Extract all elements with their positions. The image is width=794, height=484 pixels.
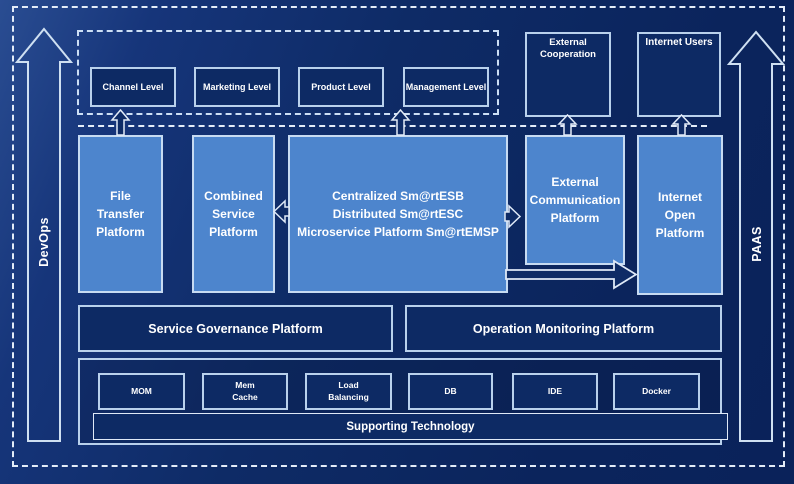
paas-label: PAAS [750, 226, 764, 262]
level-label: Marketing Level [202, 82, 272, 92]
right-arrow-icon [504, 204, 522, 229]
paas-up-arrow-icon [726, 30, 786, 442]
tech-label: MOM [131, 385, 152, 396]
up-arrow-icon [110, 108, 131, 136]
tech-label: Load Balancing [328, 380, 369, 402]
level-box-channel: Channel Level [90, 67, 176, 107]
internet-users-box: Internet Users [637, 32, 721, 117]
esb-to-internet-open-arrow-icon [505, 259, 638, 290]
tech-box-ide: IDE [512, 373, 598, 410]
esb-platform-box: Centralized Sm@rtESB Distributed Sm@rtES… [288, 135, 508, 293]
up-arrow-icon [671, 113, 692, 136]
file-transfer-platform-box: File Transfer Platform [78, 135, 163, 293]
integration-bus-dashed-line [78, 125, 707, 127]
devops-up-arrow-icon [14, 27, 74, 442]
level-box-product: Product Level [298, 67, 384, 107]
up-arrow-icon [557, 113, 578, 136]
service-governance-platform-box: Service Governance Platform [78, 305, 393, 352]
external-cooperation-box: External Cooperation [525, 32, 611, 117]
tech-box-db: DB [408, 373, 493, 410]
level-box-management: Management Level [403, 67, 489, 107]
tech-box-mem-cache: Mem Cache [202, 373, 288, 410]
internet-users-title: Internet Users [645, 37, 713, 48]
tech-label: IDE [547, 385, 563, 396]
tech-box-load-balancing: Load Balancing [305, 373, 392, 410]
diagram-outer-dashed-border [12, 6, 785, 467]
level-label: Product Level [311, 82, 371, 92]
platform-label: Internet Open Platform [655, 190, 705, 240]
tech-label: DB [444, 385, 457, 396]
platform-label: External Communication Platform [529, 175, 621, 225]
level-box-marketing: Marketing Level [194, 67, 280, 107]
external-cooperation-title: External Cooperation [540, 37, 596, 60]
supporting-technology-bar: Supporting Technology [93, 413, 728, 440]
platform-label: Centralized Sm@rtESB Distributed Sm@rtES… [297, 189, 499, 239]
platform-label: File Transfer Platform [96, 189, 145, 239]
level-label: Channel Level [102, 82, 164, 92]
internet-open-platform-box: Internet Open Platform [637, 135, 723, 295]
tech-box-mom: MOM [98, 373, 185, 410]
operation-monitoring-platform-box: Operation Monitoring Platform [405, 305, 722, 352]
external-communication-platform-box: External Communication Platform [525, 135, 625, 265]
governance-label: Operation Monitoring Platform [472, 321, 655, 336]
tech-label: Docker [642, 385, 671, 396]
up-arrow-icon [390, 108, 411, 136]
devops-label: DevOps [37, 217, 51, 267]
channel-levels-dashed-group [77, 30, 499, 115]
platform-label: Combined Service Platform [204, 189, 263, 239]
left-arrow-icon [272, 199, 290, 224]
level-label: Management Level [405, 82, 487, 92]
governance-label: Service Governance Platform [148, 321, 323, 336]
tech-label: Mem Cache [232, 380, 258, 402]
supporting-technology-label: Supporting Technology [346, 420, 475, 433]
tech-box-docker: Docker [613, 373, 700, 410]
combined-service-platform-box: Combined Service Platform [192, 135, 275, 293]
